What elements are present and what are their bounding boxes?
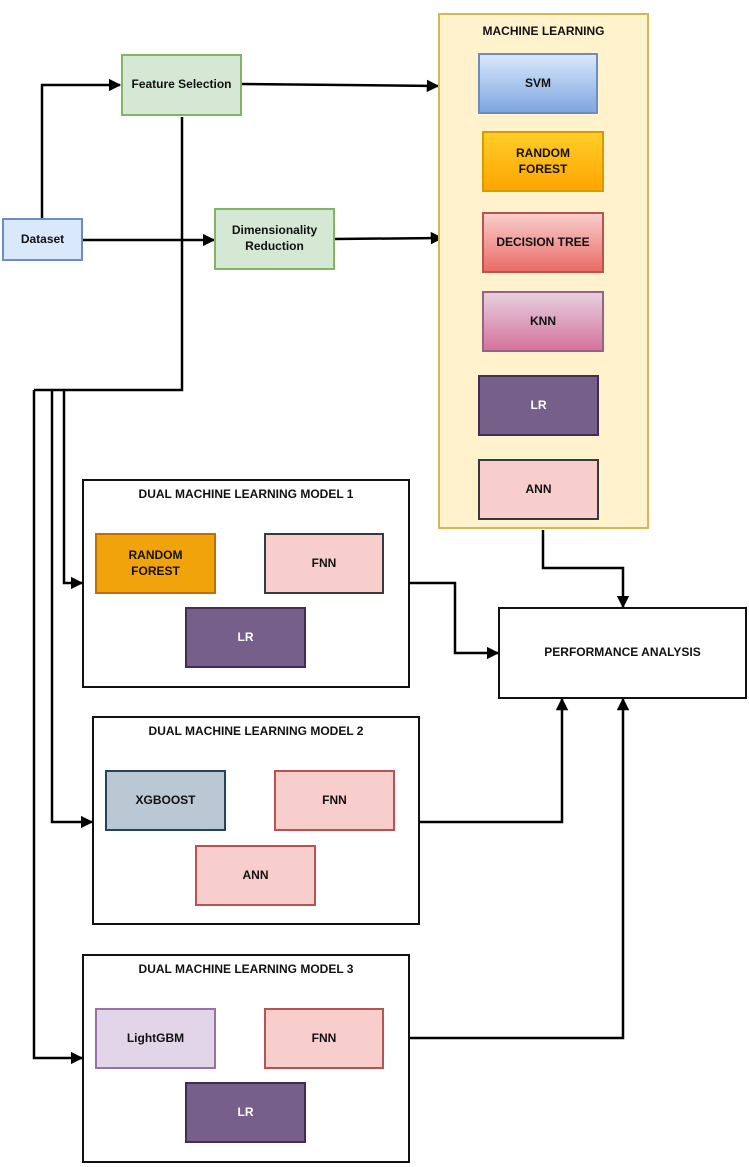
ml-random-forest-box: RANDOM FOREST xyxy=(482,131,604,192)
dual-model-3-title: DUAL MACHINE LEARNING MODEL 3 xyxy=(138,962,354,976)
ml-svm-box: SVM xyxy=(478,53,598,114)
ml-knn-box: KNN xyxy=(482,291,604,352)
ml-lr-box: LR xyxy=(478,375,599,436)
dual-model-3-fnn: FNN xyxy=(264,1008,384,1069)
performance-analysis-node: PERFORMANCE ANALYSIS xyxy=(498,607,747,699)
arrow-ml-to-performance xyxy=(541,530,630,609)
dual-model-2-xgboost: XGBOOST xyxy=(105,770,226,831)
machine-learning-title: MACHINE LEARNING xyxy=(482,24,605,38)
feature-selection-node: Feature Selection xyxy=(121,54,242,116)
ml-decision-tree-box: DECISION TREE xyxy=(482,212,604,273)
arrow-bus-to-model-1 xyxy=(62,390,84,590)
arrow-model1-to-performance xyxy=(410,581,500,660)
dual-model-1-lr: LR xyxy=(185,607,306,668)
dual-model-1-random-forest: RANDOM FOREST xyxy=(95,533,216,594)
dual-model-1-fnn: FNN xyxy=(264,533,384,594)
dual-model-3-lr: LR xyxy=(185,1082,306,1143)
arrow-dimensionality-to-ml xyxy=(334,231,444,245)
dual-model-3-lightgbm: LightGBM xyxy=(95,1008,216,1069)
dual-model-2-ann: ANN xyxy=(195,845,316,906)
dual-model-1-title: DUAL MACHINE LEARNING MODEL 1 xyxy=(138,487,354,501)
ml-ann-box: ANN xyxy=(478,459,599,520)
arrow-dataset-to-feature-selection xyxy=(40,78,122,218)
arrow-bus-to-model-3 xyxy=(32,390,84,1065)
arrow-model2-to-performance xyxy=(420,697,569,824)
dimensionality-reduction-node: Dimensionality Reduction xyxy=(214,208,335,270)
dataset-node: Dataset xyxy=(2,218,83,261)
dual-model-2-title: DUAL MACHINE LEARNING MODEL 2 xyxy=(148,724,364,738)
arrow-bus-to-model-2 xyxy=(50,390,94,829)
arrow-feature-selection-to-ml xyxy=(241,79,440,93)
dual-model-2-fnn: FNN xyxy=(274,770,395,831)
bus-feature-selection xyxy=(34,117,184,392)
arrow-model3-to-performance xyxy=(384,697,630,1040)
